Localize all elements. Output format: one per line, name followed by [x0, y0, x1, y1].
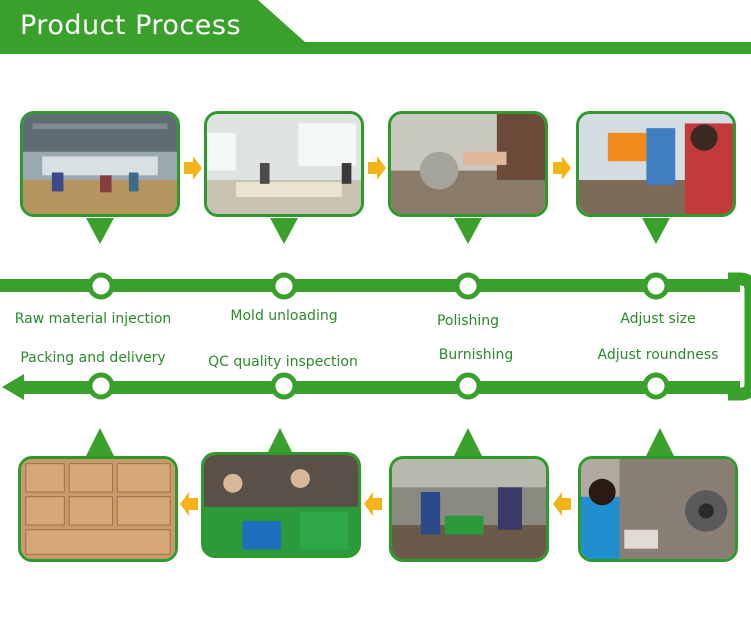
node-packing — [87, 372, 115, 400]
pointer-down-icon — [454, 218, 482, 244]
roundness-machine-photo — [578, 456, 738, 562]
factory-floor-photo — [20, 111, 180, 217]
arrow-left-icon — [553, 492, 571, 516]
node-raw-material — [87, 272, 115, 300]
pointer-up-icon — [646, 428, 674, 456]
qc-inspection-photo — [201, 452, 361, 558]
step-label-burnishing: Burnishing — [438, 347, 514, 363]
arrow-right-icon — [553, 156, 571, 180]
node-adjust-roundness — [642, 372, 670, 400]
node-burnishing — [454, 372, 482, 400]
flow-line-top — [0, 279, 740, 292]
arrow-left-icon — [180, 492, 198, 516]
node-adjust-size — [642, 272, 670, 300]
pointer-down-icon — [86, 218, 114, 244]
sizing-machine-photo — [576, 111, 736, 217]
pointer-down-icon — [642, 218, 670, 244]
arrow-left-icon — [364, 492, 382, 516]
node-polishing — [454, 272, 482, 300]
pointer-up-icon — [86, 428, 114, 456]
step-label-packing-and-delivery: Packing and delivery — [20, 350, 166, 366]
step-label-raw-material-injection: Raw material injection — [14, 311, 172, 327]
pointer-up-icon — [266, 428, 294, 456]
step-label-adjust-size: Adjust size — [620, 311, 696, 327]
step-label-polishing: Polishing — [436, 313, 500, 329]
polishing-photo — [388, 111, 548, 217]
flow-line-bottom — [18, 381, 740, 394]
step-label-qc-quality-inspection: QC quality inspection — [208, 354, 358, 370]
node-mold-unloading — [270, 272, 298, 300]
page-title: Product Process — [20, 10, 242, 41]
header-shape — [0, 0, 751, 54]
burnishing-photo — [389, 456, 549, 562]
header-banner: Product Process — [0, 0, 751, 60]
step-label-adjust-roundness: Adjust roundness — [597, 347, 719, 363]
pointer-up-icon — [454, 428, 482, 456]
flow-line-right — [728, 272, 751, 401]
node-qc — [270, 372, 298, 400]
arrow-right-icon — [184, 156, 202, 180]
arrow-right-icon — [368, 156, 386, 180]
flow-arrow-left — [2, 374, 24, 400]
mold-unloading-photo — [204, 111, 364, 217]
pointer-down-icon — [270, 218, 298, 244]
step-label-mold-unloading: Mold unloading — [230, 308, 338, 324]
packing-boxes-photo — [18, 456, 178, 562]
